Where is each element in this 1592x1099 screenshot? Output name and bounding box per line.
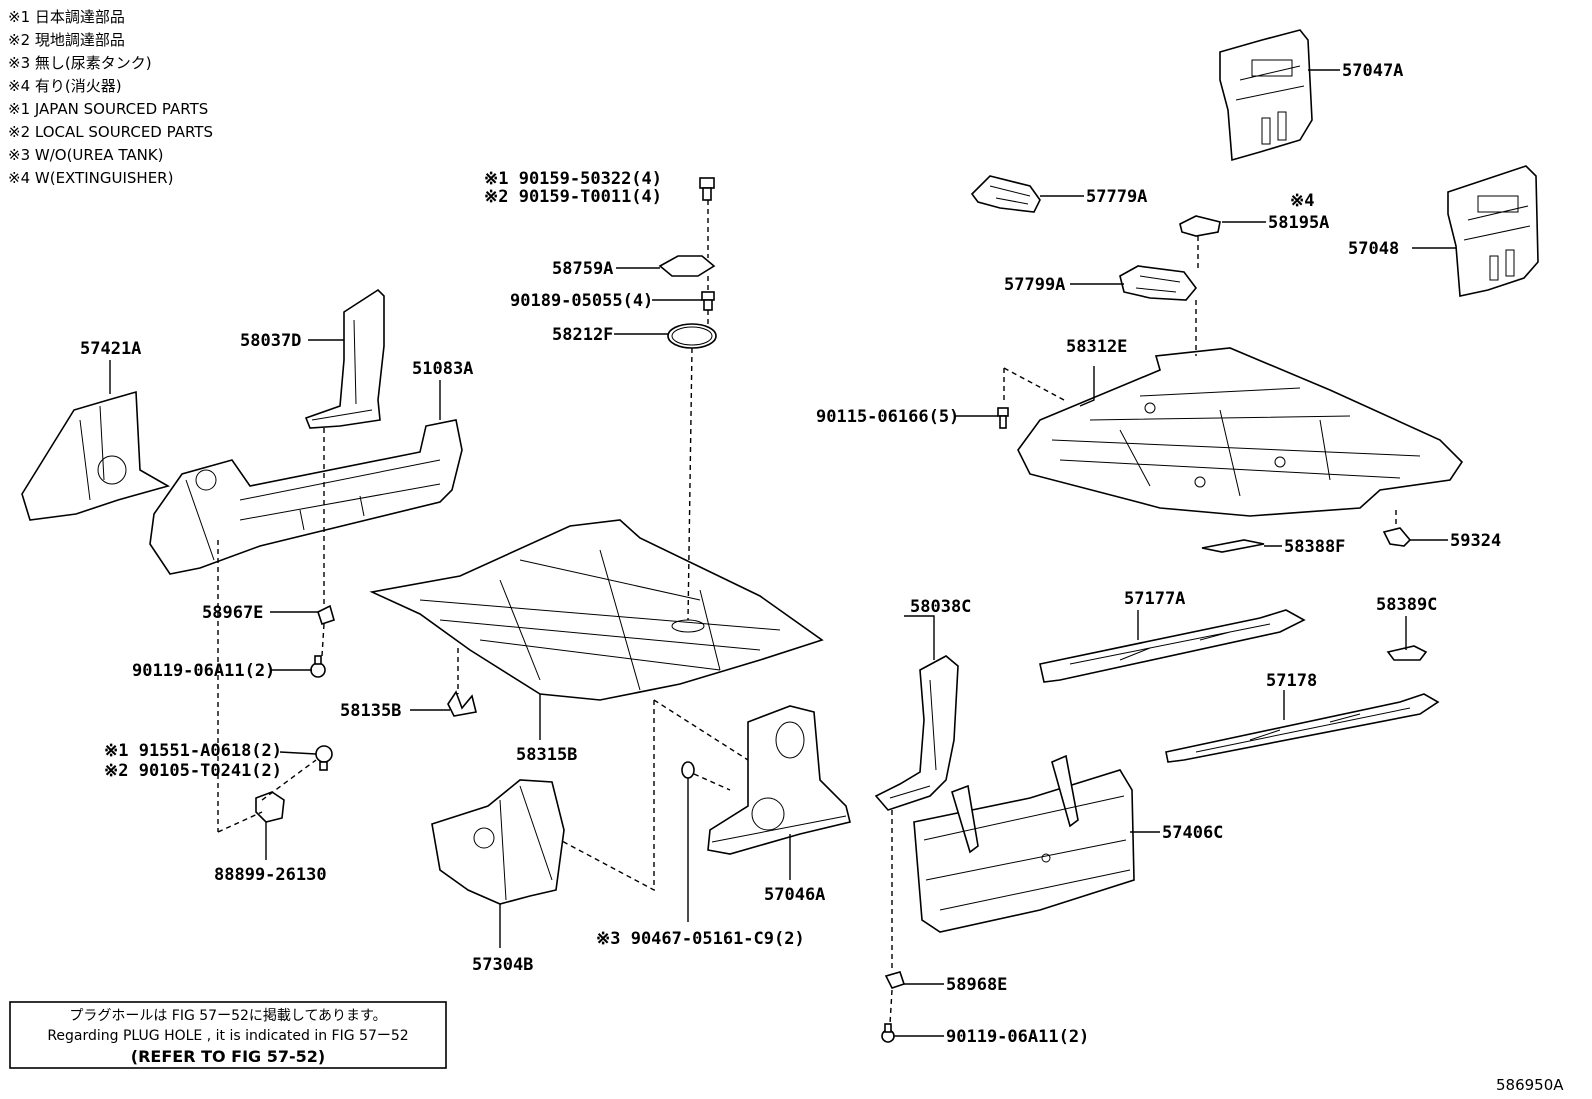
dashed-connectors xyxy=(217,200,1397,1025)
legend-line: ※2 LOCAL SOURCED PARTS xyxy=(8,123,213,141)
label-90105-T0241[interactable]: ※2 90105-T0241(2) xyxy=(104,761,282,781)
label-58195A[interactable]: 58195A xyxy=(1268,213,1329,233)
label-91551-A0618[interactable]: ※1 91551-A0618(2) xyxy=(104,741,282,761)
part-90467-drawing[interactable] xyxy=(681,761,695,779)
label-58388F[interactable]: 58388F xyxy=(1284,537,1345,557)
label-57046A[interactable]: 57046A xyxy=(764,885,825,905)
part-labels: 57047A 57779A ※4 58195A 57048 57799A 583… xyxy=(80,61,1501,1047)
leader-lines xyxy=(109,69,1456,1037)
part-57177A-drawing[interactable] xyxy=(1039,609,1306,683)
part-58388F-drawing[interactable] xyxy=(1201,539,1265,553)
part-57799A-drawing[interactable] xyxy=(1119,265,1198,301)
note-frame xyxy=(9,1001,447,1069)
part-57178-drawing[interactable] xyxy=(1165,693,1440,763)
legend-line: ※2 現地調達部品 xyxy=(8,31,125,49)
label-90159-T0011[interactable]: ※2 90159-T0011(4) xyxy=(484,187,662,207)
label-57177A[interactable]: 57177A xyxy=(1124,589,1185,609)
part-58212F-drawing[interactable] xyxy=(667,323,717,349)
label-90115-06166[interactable]: 90115-06166(5) xyxy=(816,407,959,427)
part-58759A-drawing[interactable] xyxy=(658,255,716,277)
label-57048[interactable]: 57048 xyxy=(1348,239,1399,259)
label-58389C[interactable]: 58389C xyxy=(1376,595,1437,615)
part-51083A-drawing[interactable] xyxy=(149,419,463,575)
label-90159-50322[interactable]: ※1 90159-50322(4) xyxy=(484,169,662,189)
label-57047A[interactable]: 57047A xyxy=(1342,61,1403,81)
label-88899-26130[interactable]: 88899-26130 xyxy=(214,865,327,885)
part-91551-drawing[interactable] xyxy=(315,745,333,771)
part-58037D-drawing[interactable] xyxy=(304,288,385,429)
legend-line: ※3 無し(尿素タンク) xyxy=(8,54,152,72)
label-90119-06A11-upper[interactable]: 90119-06A11(2) xyxy=(132,661,275,681)
part-58038C-drawing[interactable] xyxy=(874,655,959,811)
label-51083A[interactable]: 51083A xyxy=(412,359,473,379)
part-58968E-drawing[interactable] xyxy=(884,971,906,989)
part-58195A-drawing[interactable] xyxy=(1179,215,1221,237)
label-58195A-note-mark: ※4 xyxy=(1290,191,1314,211)
label-58312E[interactable]: 58312E xyxy=(1066,337,1127,357)
part-90119a-drawing[interactable] xyxy=(310,655,326,678)
legend-line: ※4 W(EXTINGUISHER) xyxy=(8,169,173,187)
part-59324-drawing[interactable] xyxy=(1382,527,1412,547)
label-58212F[interactable]: 58212F xyxy=(552,325,613,345)
label-90467-05161-C9[interactable]: ※3 90467-05161-C9(2) xyxy=(596,929,805,949)
label-59324[interactable]: 59324 xyxy=(1450,531,1501,551)
note-line-en: Regarding PLUG HOLE , it is indicated in… xyxy=(47,1028,408,1044)
part-90115-drawing[interactable] xyxy=(997,407,1009,429)
part-90119b-drawing[interactable] xyxy=(881,1023,895,1043)
part-57047A-drawing[interactable] xyxy=(1219,29,1313,162)
legend: ※1 日本調達部品 ※2 現地調達部品 ※3 無し(尿素タンク) ※4 有り(消… xyxy=(8,8,213,187)
plug-hole-note: プラグホールは FIG 57ー52に掲載してあります。 Regarding PL… xyxy=(9,1001,447,1069)
part-57048-drawing[interactable] xyxy=(1447,165,1539,297)
label-57178[interactable]: 57178 xyxy=(1266,671,1317,691)
part-88899-drawing[interactable] xyxy=(255,791,285,823)
label-58037D[interactable]: 58037D xyxy=(240,331,301,351)
label-57304B[interactable]: 57304B xyxy=(472,955,533,975)
label-58967E[interactable]: 58967E xyxy=(202,603,263,623)
label-57421A[interactable]: 57421A xyxy=(80,339,141,359)
label-58038C[interactable]: 58038C xyxy=(910,597,971,617)
legend-line: ※1 日本調達部品 xyxy=(8,8,125,26)
label-58759A[interactable]: 58759A xyxy=(552,259,613,279)
label-57406C[interactable]: 57406C xyxy=(1162,823,1223,843)
part-58389C-drawing[interactable] xyxy=(1386,645,1428,661)
label-90189-05055[interactable]: 90189-05055(4) xyxy=(510,291,653,311)
legend-line: ※4 有り(消火器) xyxy=(8,77,122,95)
note-line-jp: プラグホールは FIG 57ー52に掲載してあります。 xyxy=(69,1008,386,1024)
note-refer: (REFER TO FIG 57-52) xyxy=(131,1047,325,1066)
part-57406C-drawing[interactable] xyxy=(913,754,1135,933)
part-58967E-drawing[interactable] xyxy=(317,604,335,626)
part-58135B-drawing[interactable] xyxy=(447,690,477,717)
part-57779A-drawing[interactable] xyxy=(970,175,1041,213)
part-57304B-drawing[interactable] xyxy=(431,779,565,905)
label-58135B[interactable]: 58135B xyxy=(340,701,401,721)
label-57779A[interactable]: 57779A xyxy=(1086,187,1147,207)
part-90189-drawing[interactable] xyxy=(701,291,715,311)
figure-id: 586950A xyxy=(1496,1076,1564,1094)
legend-line: ※1 JAPAN SOURCED PARTS xyxy=(8,100,208,118)
legend-line: ※3 W/O(UREA TANK) xyxy=(8,146,164,164)
label-58968E[interactable]: 58968E xyxy=(946,975,1007,995)
label-90119-06A11-lower[interactable]: 90119-06A11(2) xyxy=(946,1027,1089,1047)
part-58315B-drawing[interactable] xyxy=(369,519,824,701)
part-57046A-drawing[interactable] xyxy=(707,705,851,855)
part-58312E-drawing[interactable] xyxy=(1017,347,1464,517)
part-90159-drawing[interactable] xyxy=(699,177,715,201)
label-58315B[interactable]: 58315B xyxy=(516,745,577,765)
label-57799A[interactable]: 57799A xyxy=(1004,275,1065,295)
part-57421A-drawing[interactable] xyxy=(21,390,171,521)
